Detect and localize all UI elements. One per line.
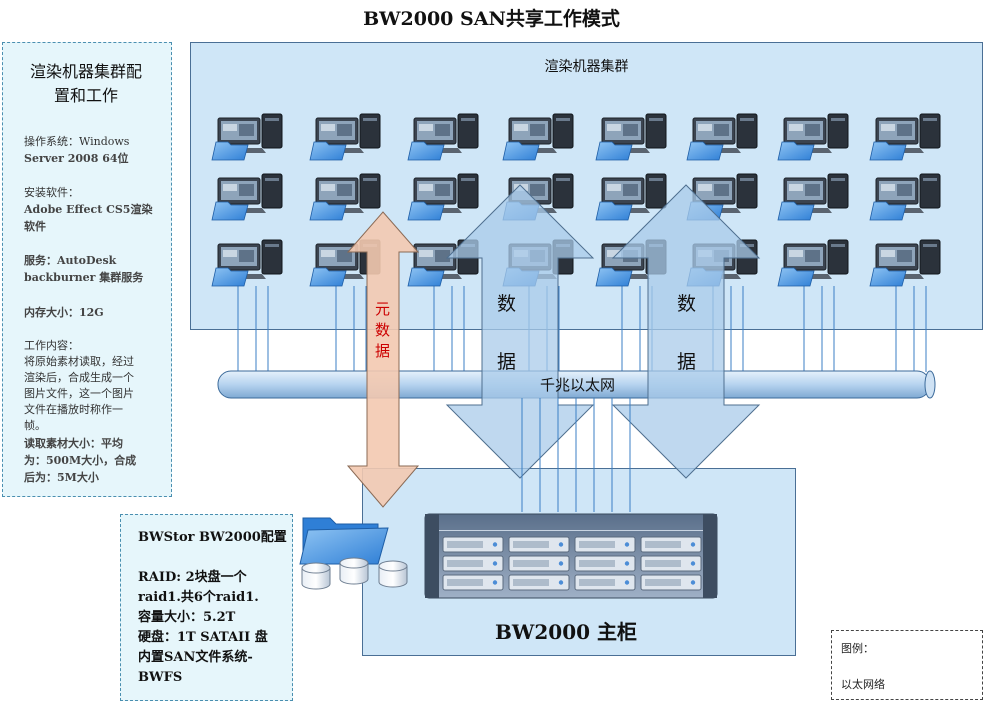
computer-workstation-icon	[686, 113, 758, 161]
side-line: 为：500M大小，合成	[24, 454, 137, 467]
metadata-char: 元	[375, 300, 391, 318]
computer-workstation-icon	[309, 173, 381, 221]
gigabit-ethernet-label: 千兆以太网	[540, 376, 616, 394]
cluster-label: 渲染机器集群	[544, 59, 629, 75]
drive-bay	[574, 555, 636, 572]
computer-workstation-icon	[407, 113, 479, 161]
data-arrow-right	[611, 184, 761, 479]
data-arrow-right-char2: 据	[677, 351, 697, 373]
blue-folder-icon	[299, 517, 389, 565]
config-line: BWFS	[138, 670, 183, 685]
drive-bay	[442, 536, 504, 553]
computer-workstation-icon	[869, 113, 941, 161]
config-line: BWStor BW2000配置	[138, 530, 287, 545]
computer-workstation-icon	[502, 113, 574, 161]
side-line: 将原始素材读取，经过	[24, 355, 134, 368]
page-title: BW2000 SAN共享工作模式	[363, 8, 620, 30]
storage-config-panel	[120, 514, 293, 701]
data-arrow-left-char2: 据	[497, 351, 517, 373]
main-cabinet-label: BW2000 主柜	[495, 620, 637, 644]
side-line: 内存大小：12G	[24, 306, 104, 319]
side-line: 服务：AutoDesk	[24, 254, 117, 267]
computer-workstation-icon	[211, 239, 283, 287]
drive-bay	[640, 555, 702, 572]
data-arrow-left	[445, 184, 595, 479]
side-line: 帧。	[24, 419, 46, 432]
side-line: 后为：5M大小	[24, 471, 99, 484]
computer-workstation-icon	[211, 173, 283, 221]
metadata-char: 数	[375, 321, 391, 339]
drive-bay	[640, 536, 702, 553]
side-line: Adobe Effect CS5渲染	[24, 203, 153, 216]
side-line: 软件	[24, 220, 46, 233]
data-arrow-left-char1: 数	[497, 293, 517, 315]
drive-bay	[574, 536, 636, 553]
computer-workstation-icon	[777, 113, 849, 161]
computer-workstation-icon	[869, 173, 941, 221]
side-line: 文件在播放时称作一	[24, 403, 123, 416]
metadata-char: 据	[375, 342, 391, 360]
render-config-title-line1: 渲染机器集群配	[29, 62, 142, 81]
drive-bay	[508, 574, 570, 591]
computer-workstation-icon	[595, 113, 667, 161]
data-arrow-right-char1: 数	[677, 293, 697, 315]
config-line: raid1.共6个raid1.	[138, 590, 259, 605]
side-line: 安装软件：	[24, 186, 79, 199]
side-line: 渲染后，合成生成一个	[24, 371, 134, 384]
legend-title: 图例：	[841, 642, 874, 655]
computer-workstation-icon	[211, 113, 283, 161]
ethernet-drop-lines	[237, 286, 927, 372]
metadata-arrow	[346, 211, 420, 508]
side-line: backburner 集群服务	[24, 271, 144, 284]
render-config-panel	[2, 42, 172, 497]
render-config-title: 渲染机器集群配 置和工作	[2, 60, 170, 108]
drive-bay	[508, 536, 570, 553]
config-line: 硬盘：1T SATAII 盘	[138, 630, 268, 645]
legend-item-label: 以太网络	[841, 678, 885, 691]
storage-link-lines	[521, 398, 631, 512]
drive-bay	[574, 574, 636, 591]
render-config-title-line2: 置和工作	[53, 86, 118, 105]
disk-cylinder-icons	[301, 557, 408, 590]
config-line: RAID: 2块盘一个	[138, 570, 247, 585]
computer-workstation-icon	[777, 239, 849, 287]
drive-bay	[640, 574, 702, 591]
workstation-grid	[211, 113, 941, 287]
computer-workstation-icon	[595, 173, 667, 221]
drive-bay	[508, 555, 570, 572]
side-line: 操作系统：Windows	[24, 135, 130, 148]
drive-bay	[442, 574, 504, 591]
computer-workstation-icon	[777, 173, 849, 221]
side-line: 工作内容：	[24, 339, 79, 352]
side-line: 图片文件，这一个图片	[24, 387, 134, 400]
computer-workstation-icon	[309, 113, 381, 161]
computer-workstation-icon	[869, 239, 941, 287]
drive-bay	[442, 555, 504, 572]
storage-array-icon	[424, 513, 718, 599]
computer-workstation-icon	[407, 173, 479, 221]
config-line: 内置SAN文件系统-	[138, 650, 253, 665]
legend-box	[831, 630, 983, 700]
side-line: Server 2008 64位	[24, 152, 129, 165]
config-line: 容量大小：5.2T	[138, 610, 236, 625]
side-line: 读取素材大小：平均	[24, 437, 123, 450]
